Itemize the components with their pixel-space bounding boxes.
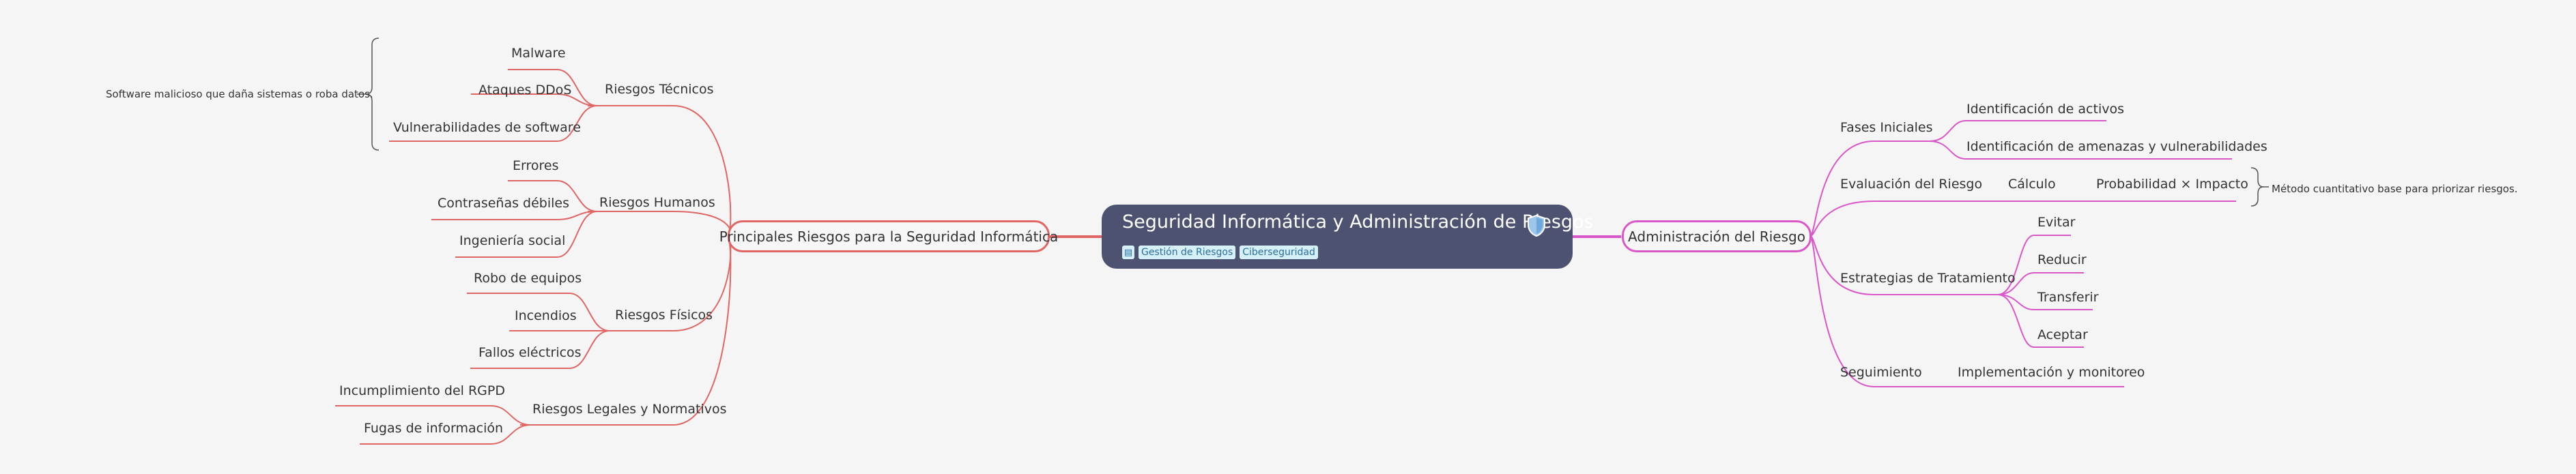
branch-administracion-riesgo[interactable]: Administración del Riesgo [1622,220,1812,252]
note-bracket-right [2250,167,2264,207]
connectors-right-groups [1809,140,1998,387]
group-riesgos-tecnicos[interactable]: Riesgos Técnicos [605,82,714,97]
shield-icon [1528,214,1545,237]
item-reducir[interactable]: Reducir [2037,252,2087,267]
tag-ciberseguridad[interactable]: Ciberseguridad [1240,246,1318,259]
item-contrasenas-debiles[interactable]: Contraseñas débiles [438,196,570,211]
item-fallos-electricos[interactable]: Fallos eléctricos [478,345,582,360]
group-fases-iniciales[interactable]: Fases Iniciales [1840,120,1933,135]
group-seguimiento[interactable]: Seguimiento [1840,365,1922,380]
group-riesgos-legales[interactable]: Riesgos Legales y Normativos [532,402,727,417]
item-identificacion-activos[interactable]: Identificación de activos [1966,102,2124,117]
item-aceptar[interactable]: Aceptar [2037,327,2088,342]
item-ataques-ddos[interactable]: Ataques DDoS [478,83,572,98]
item-incumplimiento-rgpd[interactable]: Incumplimiento del RGPD [339,383,505,398]
root-title: Seguridad Informática y Administración d… [1122,211,1594,233]
connectors-right-items [1916,120,2236,387]
note-metodo-cuantitativo: Método cuantitativo base para priorizar … [2272,183,2518,195]
item-transferir[interactable]: Transferir [2037,290,2099,305]
connectors-left-items [335,69,610,445]
group-riesgos-fisicos[interactable]: Riesgos Físicos [615,308,713,323]
item-vulnerabilidades-software[interactable]: Vulnerabilidades de software [393,120,581,135]
item-incendios[interactable]: Incendios [515,308,577,323]
item-implementacion-monitoreo[interactable]: Implementación y monitoreo [1958,365,2145,380]
branch-principales-riesgos[interactable]: Principales Riesgos para la Seguridad In… [719,220,1058,252]
book-icon: ▤ [1122,246,1134,259]
item-errores[interactable]: Errores [513,158,559,173]
item-probabilidad-impacto[interactable]: Probabilidad × Impacto [2096,177,2248,192]
item-malware[interactable]: Malware [511,46,566,61]
connectors-left-groups [520,105,732,426]
tag-gestion[interactable]: Gestión de Riesgos [1139,246,1236,259]
item-identificacion-amenazas[interactable]: Identificación de amenazas y vulnerabili… [1966,139,2267,154]
item-robo-equipos[interactable]: Robo de equipos [474,271,582,286]
root-tags: ▤ Gestión de Riesgos Ciberseguridad [1122,246,1318,259]
group-riesgos-humanos[interactable]: Riesgos Humanos [599,195,715,210]
item-evitar[interactable]: Evitar [2037,215,2076,230]
item-calculo[interactable]: Cálculo [2008,177,2056,192]
root-node[interactable]: Seguridad Informática y Administración d… [1102,205,1594,269]
item-ingenieria-social[interactable]: Ingeniería social [459,233,566,248]
group-estrategias-tratamiento[interactable]: Estrategias de Tratamiento [1840,271,2016,286]
group-evaluacion-riesgo[interactable]: Evaluación del Riesgo [1840,177,1983,192]
item-fugas-informacion[interactable]: Fugas de información [364,421,504,436]
note-malware: Software malicioso que daña sistemas o r… [106,88,373,100]
